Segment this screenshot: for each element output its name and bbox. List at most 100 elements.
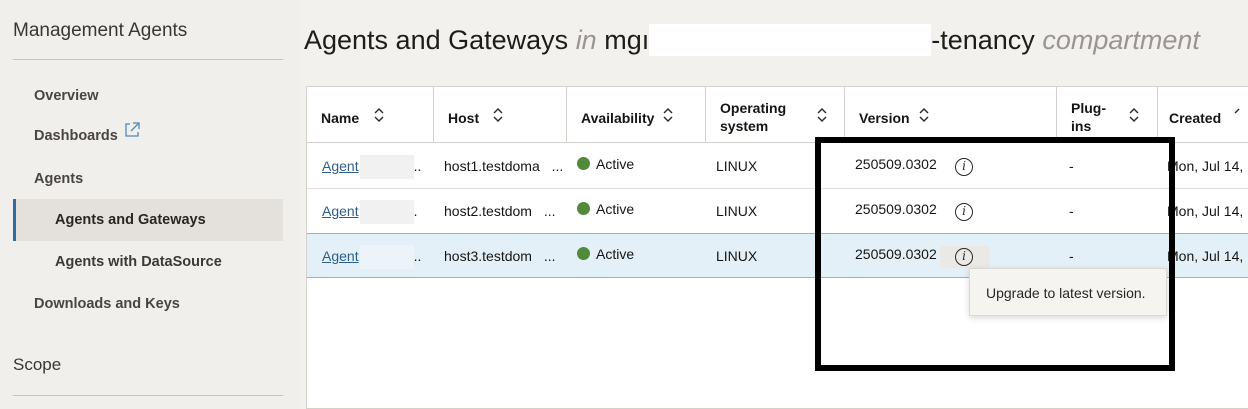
column-header-name[interactable]: Name <box>307 87 434 143</box>
external-link-icon <box>124 119 140 149</box>
column-label: Host <box>448 110 480 126</box>
column-label: Version <box>859 110 910 126</box>
nav-overview[interactable]: Overview <box>34 81 99 111</box>
nav-label: Agents <box>34 171 84 187</box>
os-cell: LINUX <box>716 158 758 174</box>
scope-divider <box>13 395 283 396</box>
status-text: Active <box>596 246 635 262</box>
nav-dashboards[interactable]: Dashboards <box>34 121 140 151</box>
version-cell: 250509.0302 <box>855 201 937 217</box>
column-header-host[interactable]: Host <box>434 87 567 143</box>
redacted-block <box>359 155 414 180</box>
column-label: Created <box>1169 110 1222 126</box>
sort-icon[interactable] <box>1129 108 1139 125</box>
agent-link[interactable]: Agent <box>322 248 359 264</box>
nav-label: Agents with DataSource <box>55 254 222 270</box>
status-dot-icon <box>577 202 590 216</box>
info-icon: i <box>955 203 973 221</box>
sort-icon[interactable] <box>1234 108 1244 125</box>
more-button[interactable]: ... <box>543 203 556 219</box>
column-header-plugins[interactable]: Plug-ins <box>1057 87 1158 143</box>
plugins-cell: - <box>1069 248 1074 264</box>
nav-label: Overview <box>34 88 99 104</box>
nav-label: Downloads and Keys <box>34 296 180 312</box>
info-button[interactable]: i <box>940 201 990 223</box>
info-button[interactable]: i <box>940 246 990 268</box>
created-cell: Mon, Jul 14, <box>1167 248 1244 264</box>
sort-icon[interactable] <box>919 108 929 125</box>
sidebar: Management Agents Overview Dashboards Ag… <box>0 0 300 409</box>
nav-agents-and-gateways[interactable]: Agents and Gateways <box>13 199 283 241</box>
sort-icon[interactable] <box>374 108 384 125</box>
sidebar-title: Management Agents <box>13 20 188 41</box>
sort-icon[interactable] <box>493 108 503 125</box>
nav-downloads-and-keys[interactable]: Downloads and Keys <box>34 289 180 319</box>
version-tooltip: Upgrade to latest version. <box>969 268 1167 316</box>
name-ellipsis: .. <box>413 248 422 264</box>
created-cell: Mon, Jul 14, <box>1167 158 1244 174</box>
table-row[interactable]: Agent.. host1.testdoma ... Active LINUX … <box>307 144 1248 189</box>
redacted-block <box>359 245 414 270</box>
column-label: Availability <box>581 110 655 126</box>
more-button[interactable]: ... <box>543 248 556 264</box>
title-compartment: compartment <box>1042 25 1200 55</box>
created-cell: Mon, Jul 14, <box>1167 203 1244 219</box>
title-main: Agents and Gateways <box>304 25 569 55</box>
nav-agents[interactable]: Agents <box>34 164 83 194</box>
status-text: Active <box>596 201 635 217</box>
name-ellipsis: . <box>413 203 418 219</box>
compartment-suffix: -tenancy <box>931 25 1035 55</box>
name-cell: Agent. <box>322 189 417 234</box>
os-cell: LINUX <box>716 248 758 264</box>
info-icon: i <box>955 248 973 266</box>
plugins-cell: - <box>1069 203 1074 219</box>
info-icon: i <box>955 158 973 176</box>
redacted-block <box>649 23 932 56</box>
status-dot-icon <box>577 247 590 261</box>
title-in: in <box>575 25 597 55</box>
availability-cell: Active <box>577 234 634 279</box>
agents-table: Name Host Availability Operating system … <box>306 86 1248 409</box>
availability-cell: Active <box>577 189 634 234</box>
host-text: host1.testdoma <box>444 158 540 174</box>
more-button[interactable]: ... <box>551 158 564 174</box>
column-header-version[interactable]: Version <box>845 87 1057 143</box>
name-cell: Agent.. <box>322 144 421 189</box>
os-cell: LINUX <box>716 203 758 219</box>
status-text: Active <box>596 156 635 172</box>
nav-label: Agents and Gateways <box>55 212 206 228</box>
host-cell: host3.testdom ... <box>444 234 556 279</box>
sort-icon[interactable] <box>817 108 827 125</box>
version-cell: 250509.0302 <box>855 156 937 172</box>
plugins-cell: - <box>1069 158 1074 174</box>
column-label: Plug-ins <box>1071 100 1106 134</box>
table-row-selected[interactable]: Agent.. host3.testdom ... Active LINUX 2… <box>307 233 1248 278</box>
sort-icon[interactable] <box>663 108 673 125</box>
column-header-created[interactable]: Created <box>1158 87 1248 143</box>
scope-title: Scope <box>13 355 62 374</box>
sidebar-divider <box>13 59 283 60</box>
agent-link[interactable]: Agent <box>322 158 359 174</box>
host-text: host3.testdom <box>444 248 532 264</box>
agent-link[interactable]: Agent <box>322 203 359 219</box>
host-cell: host2.testdom ... <box>444 189 556 234</box>
nav-label: Dashboards <box>34 128 118 144</box>
column-label: Operating system <box>720 100 787 134</box>
table-header: Name Host Availability Operating system … <box>307 87 1248 143</box>
version-cell: 250509.0302 <box>855 246 937 262</box>
column-header-availability[interactable]: Availability <box>567 87 706 143</box>
status-dot-icon <box>577 157 590 171</box>
host-text: host2.testdom <box>444 203 532 219</box>
redacted-block <box>359 200 414 225</box>
nav-agents-with-datasource[interactable]: Agents with DataSource <box>13 241 283 283</box>
column-label: Name <box>321 110 360 126</box>
availability-cell: Active <box>577 144 634 189</box>
info-button[interactable]: i <box>940 156 990 178</box>
compartment-prefix: mgı <box>604 25 650 55</box>
table-row[interactable]: Agent. host2.testdom ... Active LINUX 25… <box>307 189 1248 234</box>
column-header-operating-system[interactable]: Operating system <box>706 87 845 143</box>
host-cell: host1.testdoma ... <box>444 144 563 189</box>
name-ellipsis: .. <box>413 158 422 174</box>
page-title: Agents and Gateways in mgı -tenancy compa… <box>304 23 1200 56</box>
name-cell: Agent.. <box>322 234 421 279</box>
